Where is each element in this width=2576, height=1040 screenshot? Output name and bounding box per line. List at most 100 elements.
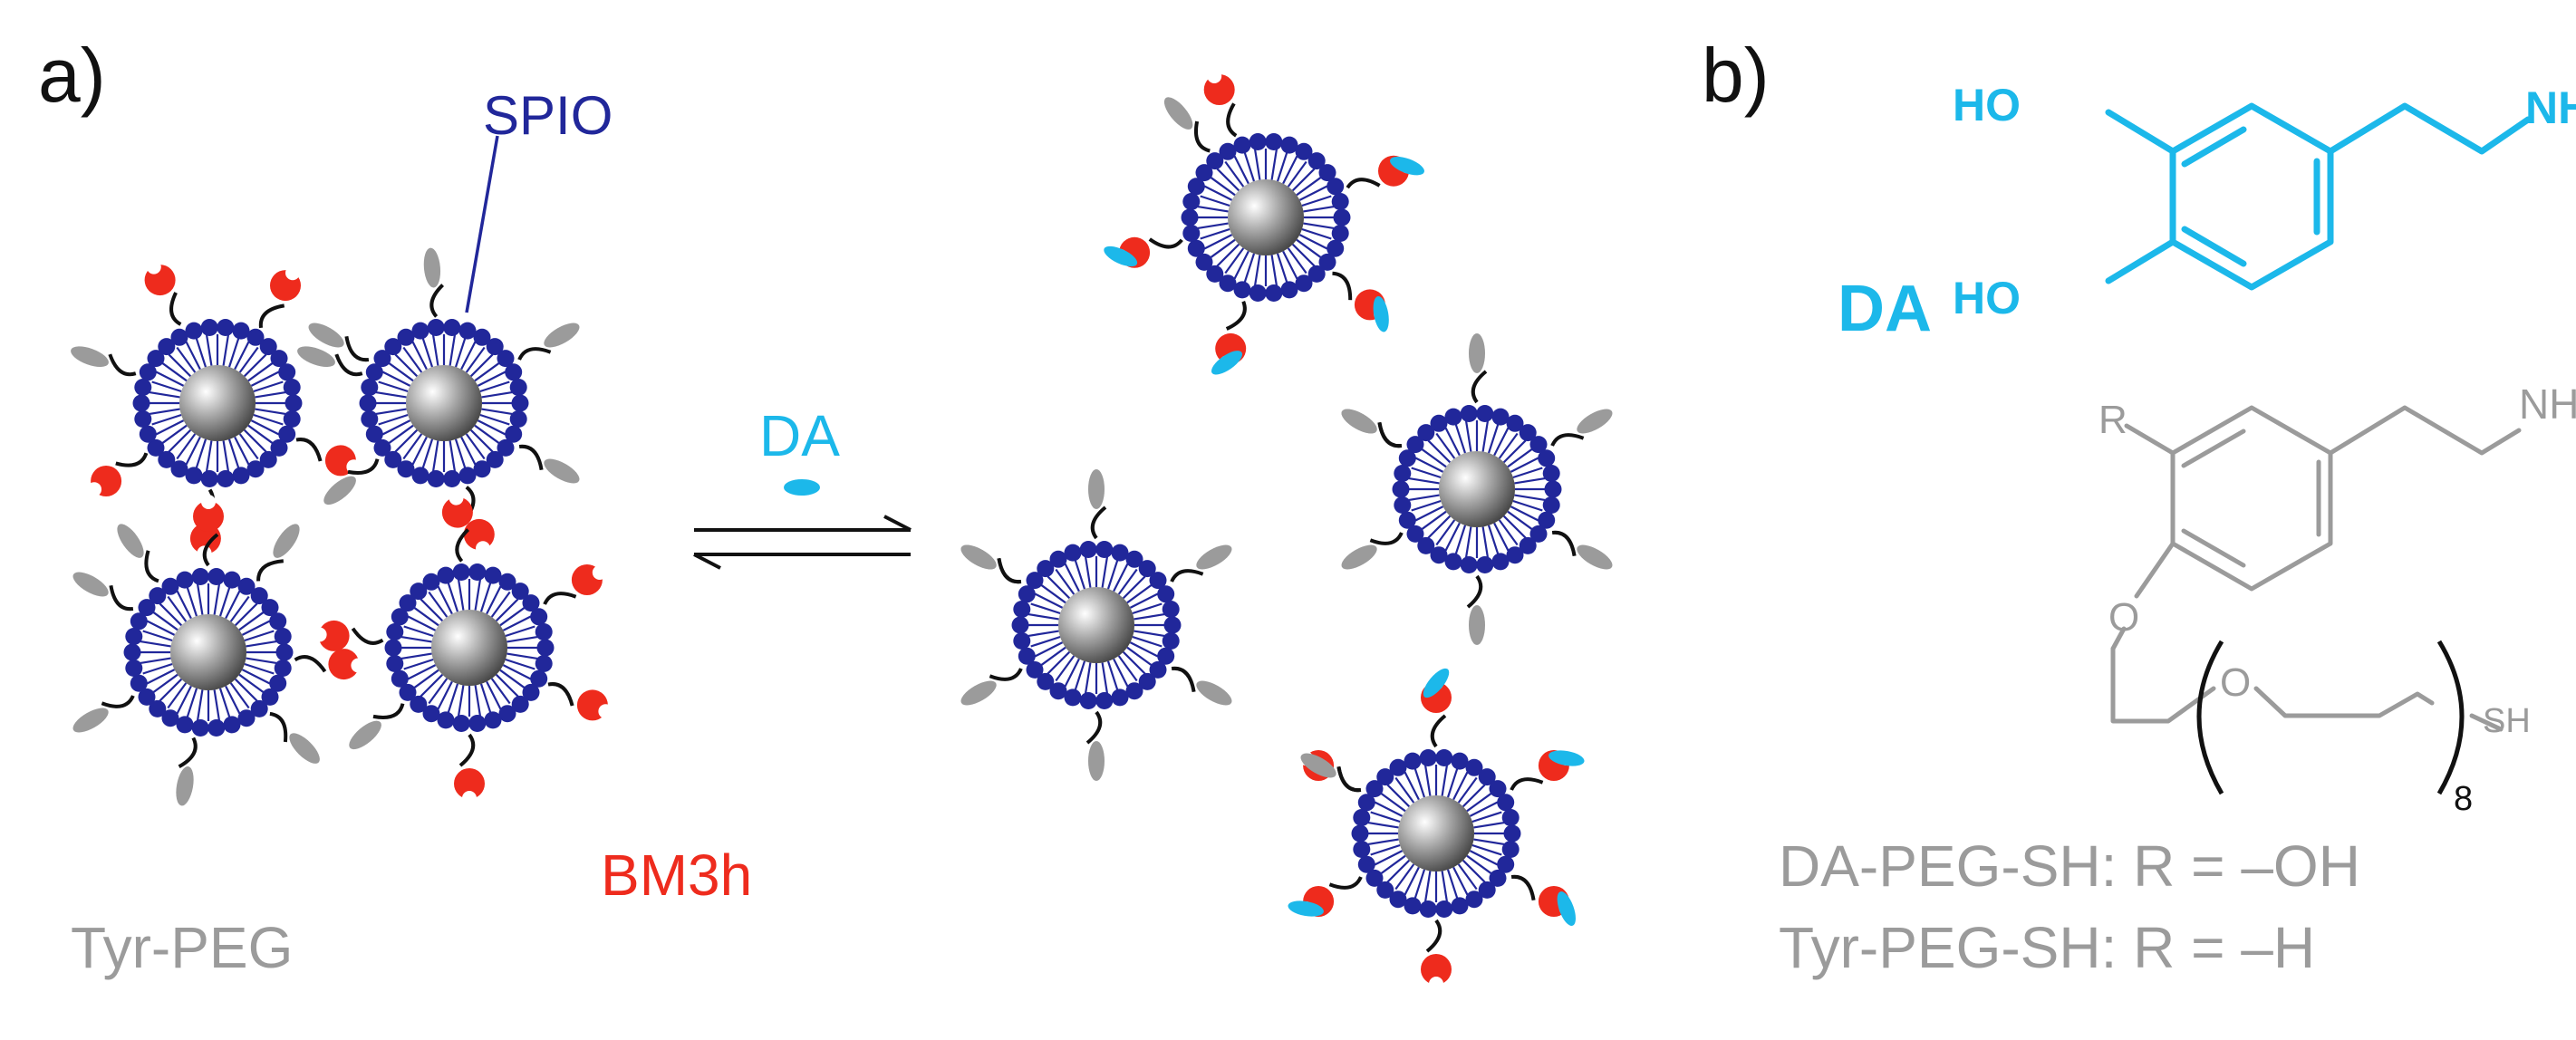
lipid-tail	[186, 586, 198, 617]
lipid-head	[473, 328, 491, 346]
lipid-head	[1430, 414, 1448, 432]
lipid-tail	[1303, 206, 1335, 213]
lipid-tail	[140, 657, 171, 664]
lipid-tail	[474, 361, 501, 382]
bound-dopamine	[1390, 157, 1424, 176]
peg-linker	[1085, 710, 1103, 745]
lipid-tail	[1404, 866, 1420, 896]
peg-linker	[108, 353, 137, 377]
lipid-head	[458, 322, 477, 340]
lipid-tail	[160, 424, 188, 445]
lipid-tail	[1386, 784, 1411, 808]
peg-linker	[518, 444, 544, 471]
lipid-tail	[213, 689, 220, 721]
lipid-tail	[1370, 811, 1401, 823]
lipid-head	[437, 711, 455, 729]
lipid-head	[269, 612, 287, 631]
lipid-head	[530, 669, 548, 688]
lipid-head	[411, 322, 429, 340]
lipid-head	[1419, 749, 1437, 766]
linker-repeat-count: 8	[2454, 780, 2473, 818]
lipid-head	[1404, 752, 1422, 770]
lipid-head	[1157, 585, 1175, 603]
lipid-tail	[1446, 869, 1459, 900]
peg-linker	[1171, 666, 1196, 693]
lipid-tail	[375, 408, 407, 415]
lipid-tail	[465, 346, 486, 373]
lipid-tail	[1507, 510, 1534, 531]
lipid-tail	[1030, 602, 1061, 615]
lipid-head	[1125, 550, 1143, 568]
peg-linker	[455, 528, 470, 563]
peg-linker	[295, 438, 323, 462]
lipid-tail	[244, 630, 275, 642]
lipid-head	[535, 655, 553, 672]
lipid-head	[509, 379, 527, 396]
peg-linker	[202, 533, 219, 567]
bm3h-protein	[328, 649, 360, 680]
lipid-head	[1182, 193, 1201, 210]
lipid-head	[473, 460, 491, 478]
lipid-head	[522, 683, 540, 701]
lipid-head	[134, 379, 152, 396]
peg-linker	[1466, 574, 1483, 609]
lipid-tail	[387, 424, 414, 445]
lipid-tail	[486, 585, 502, 615]
linker-thiol: SH	[2483, 702, 2531, 740]
bm3h-binding-pocket	[1429, 977, 1443, 991]
lipid-tail	[449, 440, 456, 472]
lipid-tail	[403, 658, 434, 670]
lipid-head	[1417, 536, 1435, 554]
panel-b: b) HO HO NH2 DA	[1702, 33, 2576, 980]
lipid-head	[1138, 672, 1156, 690]
lipid-tail	[454, 337, 467, 368]
peg-linker	[429, 284, 445, 318]
lipid-tail	[1514, 494, 1546, 501]
lipid-head	[191, 719, 209, 737]
lipid-tail	[1047, 650, 1071, 675]
lipid-head	[384, 639, 402, 657]
lipid-head	[283, 379, 301, 396]
lipid-head	[422, 705, 440, 723]
lipid-head	[1404, 897, 1422, 915]
lipid-tail	[160, 361, 188, 382]
linker-ether-o: O	[2108, 595, 2139, 640]
lipid-tail	[1209, 176, 1236, 197]
lipid-tail	[490, 591, 511, 618]
lipid-head	[1318, 164, 1336, 182]
tyr-peg-ligand	[72, 708, 109, 733]
lipid-tail	[1427, 439, 1452, 464]
lipid-tail	[1512, 467, 1543, 479]
lipid-tail	[1469, 801, 1499, 817]
lipid-tail	[225, 685, 241, 715]
lipid-head	[1138, 560, 1156, 578]
lipid-head	[1529, 436, 1548, 454]
lipid-head	[422, 573, 440, 591]
lipid-head	[1357, 855, 1375, 873]
lipid-tail	[241, 620, 271, 636]
lipid-head	[1357, 794, 1375, 812]
lipid-tail	[1411, 499, 1442, 512]
lipid-head	[1295, 142, 1313, 160]
peg-linker	[256, 559, 284, 582]
lipid-head	[176, 571, 194, 589]
lipid-head	[261, 599, 279, 617]
lipid-tail	[1074, 660, 1086, 691]
lipid-head	[1538, 449, 1556, 467]
lipid-tail	[234, 436, 250, 466]
lipid-head	[511, 695, 529, 713]
lipid-head	[125, 628, 143, 645]
peg-linker	[458, 733, 476, 767]
lipid-tail	[1303, 222, 1335, 229]
lipid-tail	[1487, 423, 1500, 454]
tyr-peg-ligand	[349, 720, 381, 750]
lipid-head	[191, 568, 209, 585]
lipid-tail	[1462, 859, 1486, 883]
lipid-head	[147, 438, 165, 457]
lipid-tail	[1493, 427, 1510, 457]
lipid-head	[1351, 824, 1369, 843]
lipid-head	[1331, 193, 1349, 210]
lipid-head	[1206, 265, 1224, 283]
lipid-head	[365, 363, 383, 381]
peg-linker	[347, 458, 380, 475]
